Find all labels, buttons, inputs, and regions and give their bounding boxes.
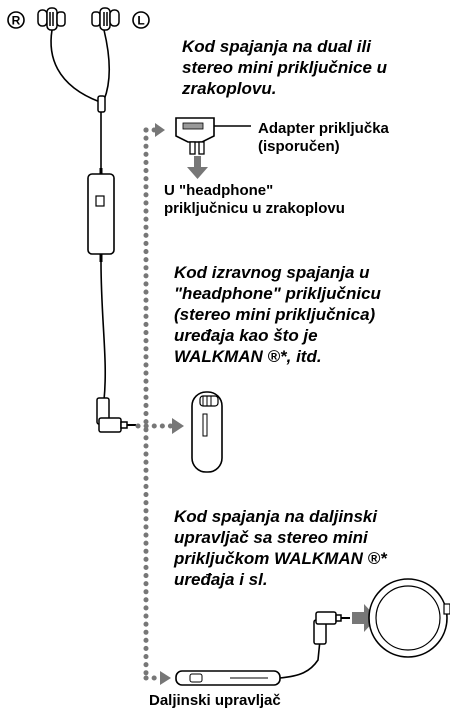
remote-control-icon <box>175 639 321 686</box>
direct-connection-caption: Kod izravnog spajanja u "headphone" prik… <box>174 263 381 366</box>
arrow-to-remote-icon <box>160 671 171 685</box>
airplane-headphone-jack-label: U "headphone" priključnicu u zrakoplovu <box>164 182 345 217</box>
walkman-device-icon <box>191 391 223 473</box>
left-ear-marker: L <box>132 11 150 29</box>
plug-cord <box>100 261 107 401</box>
headphone-plug-icon <box>96 397 136 433</box>
airplane-dual-jack-caption: Kod spajanja na dual ili stereo mini pri… <box>182 37 388 98</box>
left-earbud-icon <box>91 7 120 31</box>
arrow-to-walkman-icon <box>172 418 184 434</box>
volume-control-icon <box>87 168 115 262</box>
plug-adapter-icon <box>175 117 251 155</box>
remote-control-label: Daljinski upravljač <box>149 692 281 709</box>
remote-connection-caption: Kod spajanja na daljinski upravljač sa s… <box>174 507 387 589</box>
right-earbud-icon <box>37 7 66 31</box>
arrow-to-adapter-icon <box>155 123 165 137</box>
remote-plug-icon <box>313 611 350 645</box>
svg-text:R: R <box>12 14 21 28</box>
disc-player-icon <box>368 578 450 658</box>
svg-text:L: L <box>137 14 144 28</box>
plug-adapter-label: Adapter priključka (isporučen) <box>258 120 389 155</box>
right-ear-marker: R <box>7 11 25 29</box>
arrow-down-icon <box>187 156 208 179</box>
cord-splitter <box>97 95 106 113</box>
